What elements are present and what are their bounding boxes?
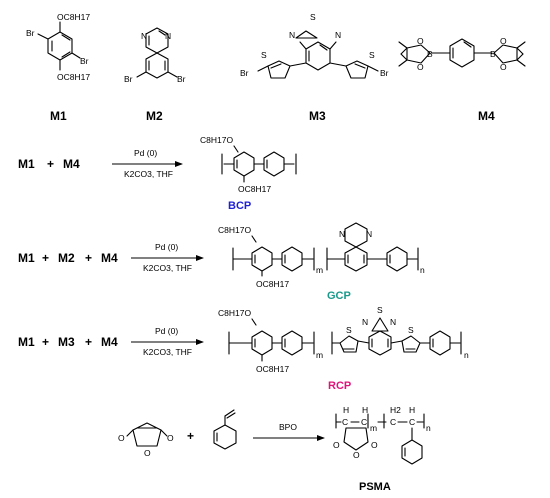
bcp-c8h17o: C8H17O bbox=[200, 135, 233, 145]
monomer-m2-label: M2 bbox=[146, 109, 163, 123]
psma-o-right: O bbox=[371, 440, 378, 450]
monomer-m3-label: M3 bbox=[309, 109, 326, 123]
r3-reactant-1: M1 bbox=[18, 335, 35, 349]
psma-o-ring: O bbox=[353, 450, 360, 460]
m3-s-btd: S bbox=[310, 12, 316, 22]
reaction-rcp: M1 + M3 + M4 Pd (0) K2CO3, THF C8H17O OC… bbox=[18, 305, 469, 392]
r3-reactant-3: M4 bbox=[101, 335, 118, 349]
rcp-m: m bbox=[316, 350, 323, 360]
m1-oc8h17-bottom: OC8H17 bbox=[57, 72, 90, 82]
psma-h-1: H bbox=[343, 405, 349, 415]
product-gcp-label: GCP bbox=[327, 290, 351, 302]
r3-plus-1: + bbox=[42, 335, 49, 349]
r2-conditions: K2CO3, THF bbox=[143, 263, 192, 273]
psma-m: m bbox=[370, 423, 377, 433]
maleic-o-left: O bbox=[118, 433, 125, 443]
bcp-oc8h17: OC8H17 bbox=[238, 184, 271, 194]
psma-c-1: C bbox=[342, 417, 348, 427]
r1-reactant-1: M1 bbox=[18, 157, 35, 171]
r2-plus-1: + bbox=[42, 251, 49, 265]
r3-plus-2: + bbox=[85, 335, 92, 349]
m4-o-4: O bbox=[500, 62, 507, 72]
r3-conditions: K2CO3, THF bbox=[143, 347, 192, 357]
m3-n-right: N bbox=[335, 30, 341, 40]
r2-plus-2: + bbox=[85, 251, 92, 265]
monomer-m2-structure: N N Br Br bbox=[124, 27, 186, 84]
m4-o-3: O bbox=[500, 36, 507, 46]
psma-o-left: O bbox=[333, 440, 340, 450]
psma-n: n bbox=[426, 423, 431, 433]
maleic-o-right: O bbox=[167, 433, 174, 443]
reaction-gcp: M1 + M2 + M4 Pd (0) K2CO3, THF C8H17O OC… bbox=[18, 222, 425, 302]
product-psma-label: PSMA bbox=[359, 481, 391, 493]
reaction-psma: O O O + BPO H H C C m O O O H2 H C C bbox=[118, 405, 431, 493]
m1-br-right: Br bbox=[80, 56, 89, 66]
m3-br-right: Br bbox=[380, 68, 389, 78]
rcp-c8h17o: C8H17O bbox=[218, 308, 251, 318]
monomer-m1-label: M1 bbox=[50, 109, 67, 123]
r2-catalyst: Pd (0) bbox=[155, 242, 178, 252]
r4-plus: + bbox=[187, 429, 194, 443]
product-bcp-label: BCP bbox=[228, 200, 251, 212]
gcp-oc8h17: OC8H17 bbox=[256, 279, 289, 289]
m4-o-1: O bbox=[417, 36, 424, 46]
m2-n-left: N bbox=[141, 31, 147, 41]
m4-o-2: O bbox=[417, 62, 424, 72]
m1-oc8h17-top: OC8H17 bbox=[57, 12, 90, 22]
monomer-m4-label: M4 bbox=[478, 109, 495, 123]
rcp-s-thiophene-1: S bbox=[346, 325, 352, 335]
r2-reactant-3: M4 bbox=[101, 251, 118, 265]
rcp-n: n bbox=[464, 350, 469, 360]
m4-b-left: B bbox=[427, 49, 433, 59]
r1-conditions: K2CO3, THF bbox=[124, 169, 173, 179]
gcp-c8h17o: C8H17O bbox=[218, 225, 251, 235]
r1-plus: + bbox=[47, 157, 54, 171]
m1-br-left: Br bbox=[26, 28, 35, 38]
r1-reactant-2: M4 bbox=[63, 157, 80, 171]
monomer-m4-structure: B B O O O O bbox=[398, 36, 526, 72]
m3-s-left: S bbox=[261, 50, 267, 60]
rcp-s-btd: S bbox=[377, 305, 383, 315]
r2-reactant-2: M2 bbox=[58, 251, 75, 265]
gcp-n: n bbox=[420, 265, 425, 275]
psma-h-2: H bbox=[362, 405, 368, 415]
rcp-s-thiophene-2: S bbox=[408, 325, 414, 335]
psma-c-4: C bbox=[409, 417, 415, 427]
r1-catalyst: Pd (0) bbox=[134, 148, 157, 158]
psma-c-3: C bbox=[390, 417, 396, 427]
psma-c-2: C bbox=[361, 417, 367, 427]
rcp-n-right: N bbox=[390, 317, 396, 327]
m2-br-right: Br bbox=[177, 74, 186, 84]
r3-catalyst: Pd (0) bbox=[155, 326, 178, 336]
rcp-oc8h17: OC8H17 bbox=[256, 364, 289, 374]
rcp-n-left: N bbox=[362, 317, 368, 327]
m2-br-left: Br bbox=[124, 74, 133, 84]
r2-reactant-1: M1 bbox=[18, 251, 35, 265]
m4-b-right: B bbox=[490, 49, 496, 59]
maleic-o-ring: O bbox=[144, 448, 151, 458]
psma-h-3: H bbox=[409, 405, 415, 415]
gcp-n-right: N bbox=[366, 229, 372, 239]
monomer-m1-structure: OC8H17 Br Br OC8H17 bbox=[26, 12, 90, 82]
monomer-m3-structure: S N N S Br S Br bbox=[240, 12, 389, 79]
r4-catalyst: BPO bbox=[279, 422, 297, 432]
gcp-m: m bbox=[316, 265, 323, 275]
r3-reactant-2: M3 bbox=[58, 335, 75, 349]
product-rcp-label: RCP bbox=[328, 380, 351, 392]
m3-n-left: N bbox=[289, 30, 295, 40]
m2-n-right: N bbox=[165, 31, 171, 41]
gcp-n-left: N bbox=[339, 229, 345, 239]
m3-br-left: Br bbox=[240, 68, 249, 78]
reaction-bcp: M1 + M4 Pd (0) K2CO3, THF C8H17O OC8H17 … bbox=[18, 135, 297, 212]
m3-s-right: S bbox=[369, 50, 375, 60]
psma-h2: H2 bbox=[390, 405, 401, 415]
